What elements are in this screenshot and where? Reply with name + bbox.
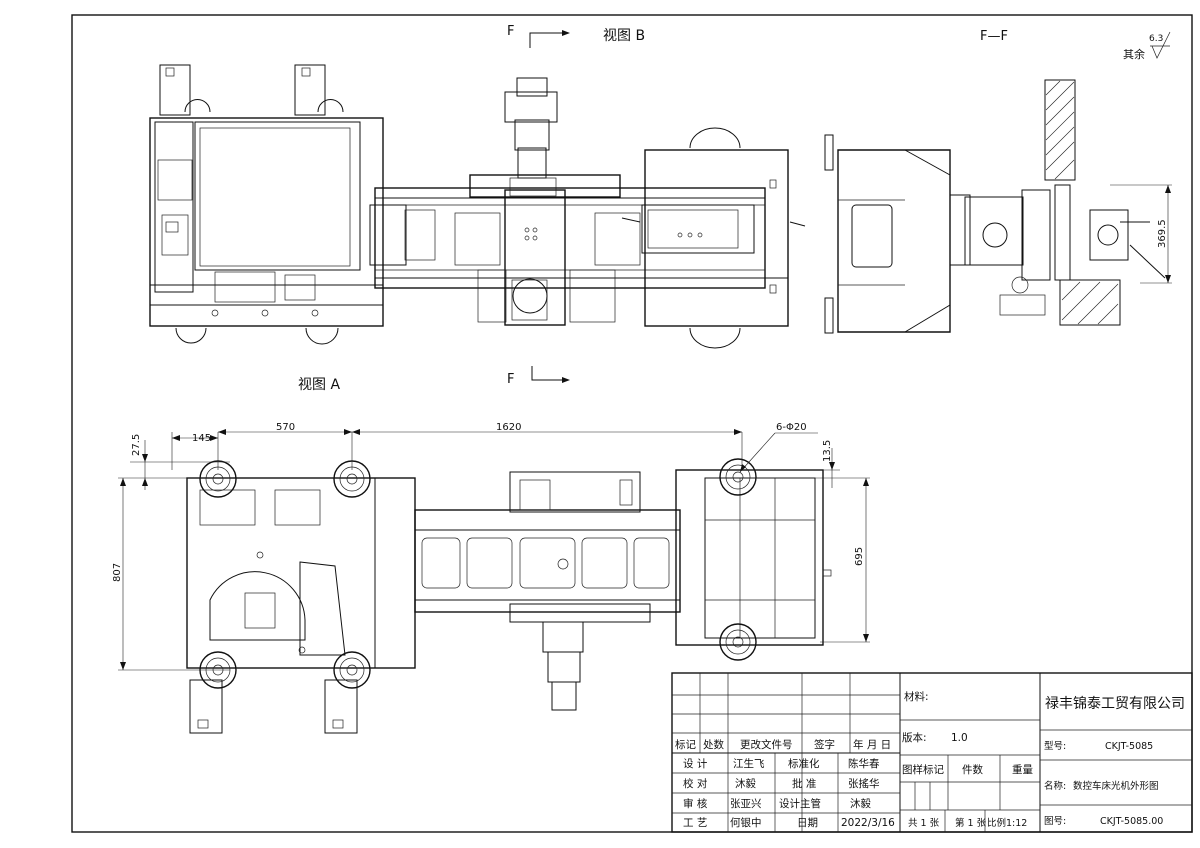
caster-wheel <box>719 458 757 496</box>
view-b-label: 视图 B <box>603 28 645 44</box>
drawing-border <box>71 14 1193 833</box>
tb-sheets-total: 共 1 张 <box>908 818 940 829</box>
tb-check-label: 校 对 <box>683 777 708 790</box>
dim-27-5: 27.5 <box>131 434 142 456</box>
tb-weight: 重量 <box>1012 763 1034 776</box>
dim-570: 570 <box>276 422 295 433</box>
caster-wheel <box>719 623 757 661</box>
dim-145: 145 <box>192 433 211 444</box>
tb-process-label: 工 艺 <box>683 817 707 829</box>
dim-6-phi20: 6-Φ20 <box>776 422 807 433</box>
dim-807: 807 <box>112 563 123 582</box>
tb-name-value: 数控车床光机外形图 <box>1073 780 1159 792</box>
tb-quantity: 件数 <box>962 763 983 776</box>
dim-1620: 1620 <box>496 422 521 433</box>
tb-sheet-no: 第 1 张 <box>955 817 987 829</box>
tb-review-name: 张亚兴 <box>730 798 762 810</box>
tb-supervisor-label: 设计主管 <box>779 797 821 810</box>
tb-header-change-doc: 更改文件号 <box>740 738 793 751</box>
section-mark-bottom: F <box>507 372 514 387</box>
tb-header-count: 处数 <box>703 738 724 751</box>
tb-review-label: 审 核 <box>683 797 708 810</box>
view-a-dimensions: 145 570 1620 27.5 807 6-Φ20 13.5 <box>112 422 870 671</box>
tb-header-date: 年 月 日 <box>853 738 891 751</box>
view-a-label: 视图 A <box>298 377 340 393</box>
dim-369-5: 369.5 <box>1157 219 1168 248</box>
dim-13-5: 13.5 <box>822 440 833 462</box>
tb-standard-name: 陈华春 <box>848 757 880 770</box>
tb-supervisor-name: 沐毅 <box>850 797 871 810</box>
roughness-value: 6.3 <box>1149 34 1163 44</box>
view-b-drawing <box>149 64 806 349</box>
tb-version-label: 版本: <box>902 731 927 744</box>
roughness-symbol <box>1150 31 1171 59</box>
dim-695: 695 <box>854 547 865 566</box>
tb-header-mark: 标记 <box>675 739 696 751</box>
tb-drawing-no-value: CKJT-5085.00 <box>1100 816 1163 827</box>
tb-approve-name: 张搖华 <box>848 777 880 790</box>
tb-scale: 比例1:12 <box>987 817 1027 829</box>
tb-model-label: 型号: <box>1044 741 1066 752</box>
tb-version-value: 1.0 <box>951 732 968 744</box>
tb-header-sign: 签字 <box>814 738 835 751</box>
section-mark-top: F <box>507 24 514 39</box>
tb-check-name: 沐毅 <box>735 777 756 790</box>
tb-approve-label: 批 准 <box>792 777 816 790</box>
tb-pattern-mark: 图样标记 <box>902 763 944 776</box>
tb-drawing-no-label: 图号: <box>1044 816 1066 827</box>
tb-design-label: 设 计 <box>683 757 708 770</box>
tb-model-value: CKJT-5085 <box>1105 741 1153 752</box>
tb-material-label: 材料: <box>904 690 929 703</box>
tb-company-name: 禄丰锦泰工贸有限公司 <box>1045 695 1185 712</box>
view-a-drawing <box>186 458 832 734</box>
section-ff-drawing: 369.5 <box>824 79 1172 334</box>
tb-date-value: 2022/3/16 <box>841 817 895 829</box>
section-arrow-bottom <box>531 366 562 381</box>
tb-design-name: 江生飞 <box>733 757 765 770</box>
title-block: 标记 处数 更改文件号 签字 年 月 日 设 计 江生飞 标准化 陈华春 校 对… <box>671 672 1193 833</box>
section-arrow-top <box>529 32 562 48</box>
tb-process-name: 何银中 <box>730 816 762 829</box>
tb-standard-label: 标准化 <box>788 757 820 770</box>
tb-name-label: 名称: <box>1044 780 1066 792</box>
section-ff-label: F—F <box>980 29 1008 44</box>
caster-wheel <box>333 651 371 689</box>
view-labels: F 视图 B F—F F 视图 A 其余 6.3 <box>298 24 1171 393</box>
roughness-rest-label: 其余 <box>1123 47 1145 61</box>
tb-date-label: 日期 <box>797 817 818 829</box>
